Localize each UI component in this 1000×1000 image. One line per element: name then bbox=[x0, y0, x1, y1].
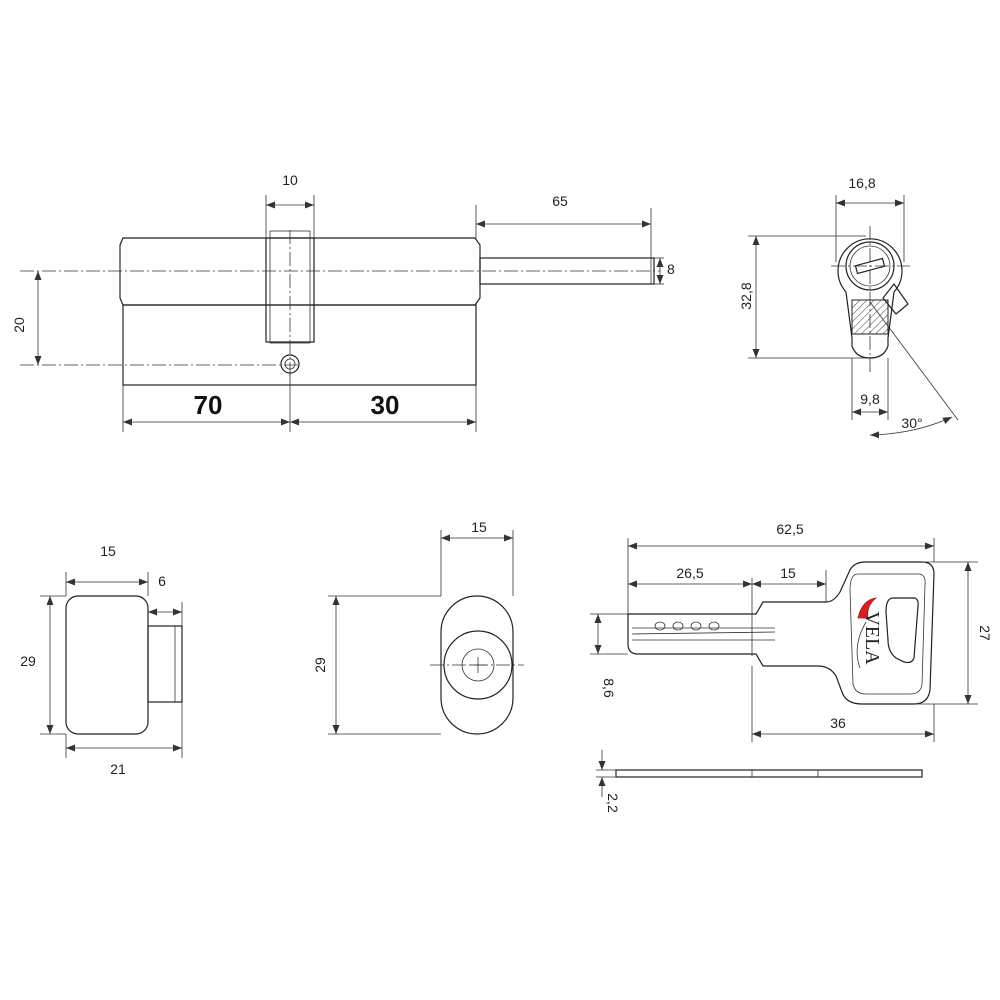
knob-dimensions: 15 6 29 21 bbox=[20, 543, 183, 777]
dim-knob-width: 15 bbox=[100, 543, 116, 559]
dim-rosette-height: 29 bbox=[312, 657, 328, 673]
rosette-front-view bbox=[430, 595, 524, 735]
dim-knob-stem: 6 bbox=[158, 573, 166, 589]
dim-key-thickness: 2,2 bbox=[605, 793, 621, 813]
cylinder-profile-view bbox=[831, 226, 910, 372]
profile-dimensions: 16,8 32,8 9,8 30° bbox=[738, 175, 959, 439]
dim-key-total: 62,5 bbox=[776, 521, 803, 537]
dim-key-blade: 26,5 bbox=[676, 565, 703, 581]
cylinder-dimensions: 10 65 8 20 70 30 bbox=[11, 172, 675, 432]
dim-key-blade-height: 8,6 bbox=[601, 678, 617, 698]
dim-profile-bottom: 9,8 bbox=[860, 391, 880, 407]
dim-rosette-width: 15 bbox=[471, 519, 487, 535]
dim-key-head-length: 36 bbox=[830, 715, 846, 731]
dim-knob-height: 29 bbox=[20, 653, 36, 669]
brand-logo-mark bbox=[857, 597, 878, 619]
dim-length-left: 70 bbox=[194, 390, 223, 420]
dim-length-right: 30 bbox=[371, 390, 400, 420]
dim-cam-angle: 30° bbox=[901, 415, 922, 431]
dim-shaft-dia: 8 bbox=[667, 261, 675, 277]
dim-offset-height: 20 bbox=[11, 317, 27, 333]
cylinder-side-view bbox=[20, 230, 660, 386]
key-dimensions: 62,5 26,5 15 27 8,6 36 bbox=[590, 521, 993, 742]
dim-key-head-height: 27 bbox=[977, 625, 993, 641]
key-view: VELA bbox=[627, 561, 935, 705]
key-thickness-view: 2,2 bbox=[596, 750, 923, 813]
dim-cam-width: 10 bbox=[282, 172, 298, 188]
knob-side-view bbox=[65, 595, 183, 735]
dim-profile-width: 16,8 bbox=[848, 175, 875, 191]
rosette-dimensions: 15 29 bbox=[312, 519, 514, 735]
dim-key-collar: 15 bbox=[780, 565, 796, 581]
dim-knob-total: 21 bbox=[110, 761, 126, 777]
dim-profile-height: 32,8 bbox=[738, 282, 754, 309]
brand-logo-text: VELA bbox=[861, 611, 883, 665]
dim-shaft-length: 65 bbox=[552, 193, 568, 209]
